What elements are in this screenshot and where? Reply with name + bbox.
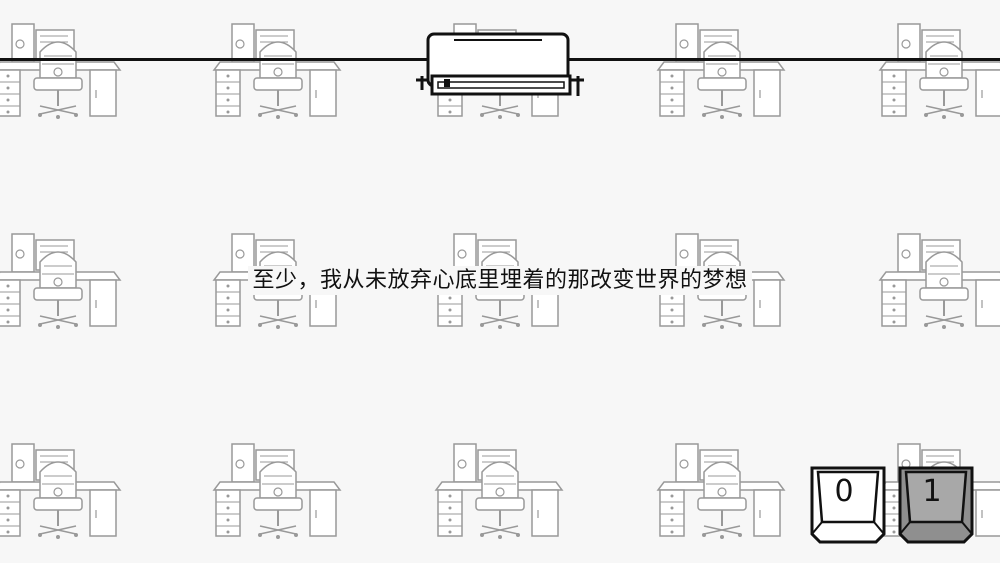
key-0-button[interactable]: 0 xyxy=(808,464,888,546)
desk-workstation-icon xyxy=(0,232,122,332)
desk-workstation-icon xyxy=(0,442,122,542)
desk-workstation-icon xyxy=(212,442,342,542)
desk-workstation-icon xyxy=(656,22,786,122)
dialogue-subtitle: 至少，我从未放弃心底里埋着的那改变世界的梦想 xyxy=(0,262,1000,295)
desk-workstation-icon xyxy=(212,22,342,122)
desk-workstation-icon xyxy=(0,22,122,122)
subtitle-text: 至少，我从未放弃心底里埋着的那改变世界的梦想 xyxy=(248,266,752,295)
key-1-button[interactable]: 1 xyxy=(896,464,976,546)
desk-workstation-icon xyxy=(656,442,786,542)
desk-workstation-icon xyxy=(878,22,1000,122)
desk-workstation-icon xyxy=(434,442,564,542)
key-0-label: 0 xyxy=(834,474,854,509)
key-1-label: 1 xyxy=(922,474,942,509)
printer-cart-icon xyxy=(414,30,586,102)
desk-workstation-icon xyxy=(878,232,1000,332)
